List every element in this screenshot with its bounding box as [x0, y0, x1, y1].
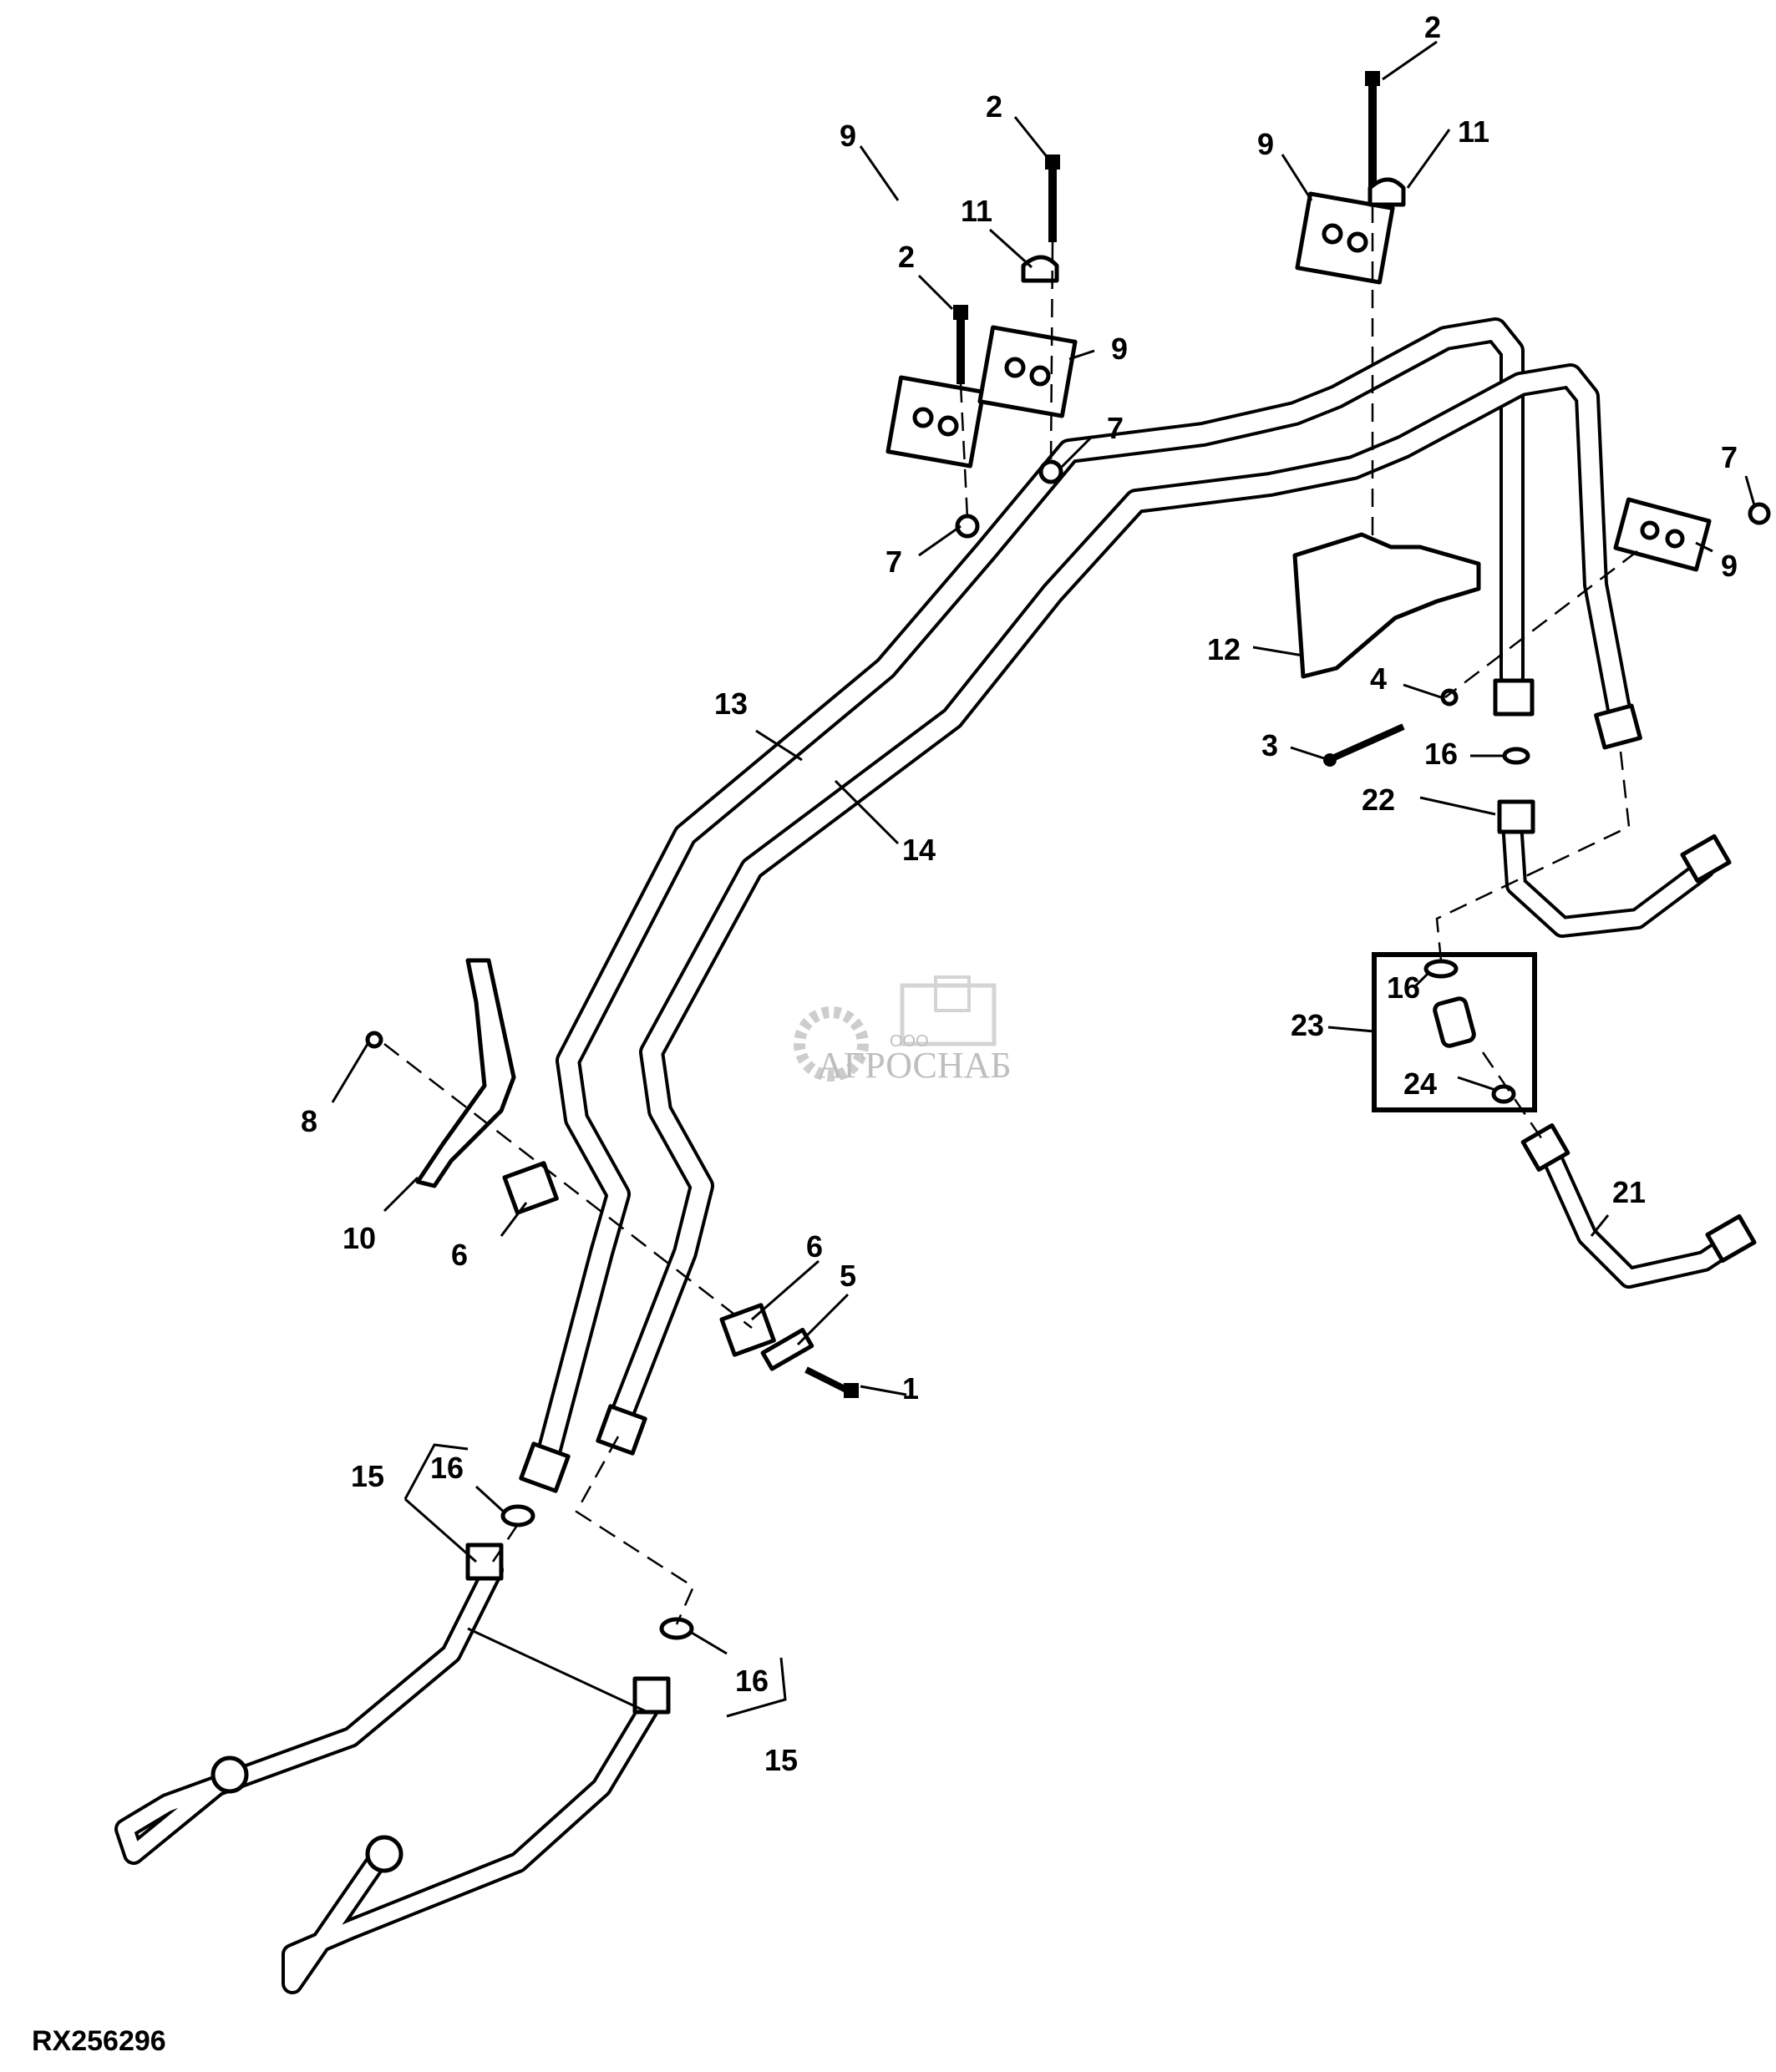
clamp-block-9-b	[977, 325, 1078, 418]
tube-nut-13-lower	[519, 1441, 571, 1493]
bolt-3	[1323, 723, 1405, 767]
bolt-1	[804, 1366, 859, 1398]
callout-9-c: 9	[1257, 127, 1274, 161]
callout-12: 12	[1207, 632, 1241, 666]
tube-nut-14-upper	[1594, 703, 1642, 750]
bolt-2-a	[953, 305, 968, 384]
bracket-12	[1292, 532, 1481, 679]
o-ring-16-upper	[1502, 747, 1530, 765]
nut-7-c	[1748, 502, 1771, 525]
callout-16-b: 16	[735, 1664, 769, 1698]
callout-16-c: 16	[1424, 737, 1458, 771]
tube-nut-13-upper	[1493, 678, 1535, 717]
nut-7-a	[955, 514, 980, 539]
watermark-harvester-icon	[900, 983, 997, 1046]
clip-11-a	[1021, 255, 1059, 283]
callout-8: 8	[301, 1104, 317, 1138]
callout-9-d: 9	[1721, 549, 1738, 583]
o-ring-16-a	[500, 1504, 535, 1527]
callout-3: 3	[1261, 728, 1278, 762]
callout-15-b: 15	[764, 1743, 798, 1777]
bracket-10	[415, 958, 516, 1188]
bolt-2-b	[1045, 155, 1060, 242]
hose-15-upper	[114, 1543, 504, 1865]
callout-21: 21	[1612, 1175, 1646, 1209]
callout-7-b: 7	[885, 545, 902, 579]
callout-9-b: 9	[1111, 332, 1128, 366]
callout-24: 24	[1403, 1066, 1437, 1101]
alignment-lines	[383, 205, 1638, 1625]
hose-15-lower	[282, 1676, 671, 1994]
callout-1: 1	[902, 1371, 919, 1406]
clamp-half-6-b	[719, 1303, 776, 1357]
leader-lines	[331, 40, 1756, 1718]
figure-id: RX256296	[32, 2025, 166, 2057]
callout-11-a: 11	[961, 194, 992, 228]
callout-6-b: 6	[806, 1229, 823, 1264]
clamp-block-9-c	[1295, 191, 1395, 285]
callout-11-b: 11	[1458, 114, 1489, 149]
watermark-prefix: ООО	[890, 1032, 929, 1051]
callout-2-a: 2	[986, 89, 1002, 124]
callout-5: 5	[840, 1259, 856, 1293]
clamp-block-9-d	[1613, 497, 1712, 572]
callout-13: 13	[714, 686, 748, 721]
washer-4	[1440, 688, 1459, 707]
tube-nut-14-lower	[596, 1404, 647, 1456]
watermark: ООО АГРОСНАБ	[794, 975, 1012, 1086]
callout-14: 14	[902, 833, 936, 867]
clip-11-b	[1368, 177, 1406, 207]
hose-22	[1497, 799, 1732, 938]
nut-8	[365, 1031, 383, 1049]
callout-22: 22	[1362, 783, 1395, 817]
callout-10: 10	[343, 1221, 376, 1255]
callout-4: 4	[1370, 661, 1387, 696]
callout-15-a: 15	[351, 1459, 384, 1493]
callout-2-b: 2	[898, 240, 915, 274]
plate-5	[760, 1327, 814, 1371]
elbow-fitting	[1433, 996, 1476, 1048]
tube-13	[530, 317, 1525, 1487]
tube-14	[606, 363, 1633, 1436]
callout-9-a: 9	[840, 119, 856, 153]
watermark-name: АГРОСНАБ	[817, 1045, 1012, 1086]
callout-7-a: 7	[1107, 411, 1124, 445]
callout-16-d: 16	[1387, 970, 1420, 1005]
clamp-block-9-a	[885, 375, 986, 469]
watermark-gear-icon	[794, 1006, 869, 1082]
kit-23-box	[1372, 952, 1537, 1112]
callout-7-c: 7	[1721, 440, 1738, 474]
callout-6-a: 6	[451, 1238, 468, 1272]
clamp-half-6-a	[502, 1161, 559, 1215]
bolt-2-c	[1365, 71, 1380, 200]
callout-2-c: 2	[1424, 10, 1441, 44]
callout-23: 23	[1291, 1008, 1324, 1042]
o-ring-24	[1491, 1084, 1516, 1104]
nut-7-b	[1038, 459, 1063, 484]
callout-16-a: 16	[430, 1451, 464, 1485]
o-ring-16-kit	[1423, 959, 1459, 979]
o-ring-16-b	[659, 1617, 694, 1640]
